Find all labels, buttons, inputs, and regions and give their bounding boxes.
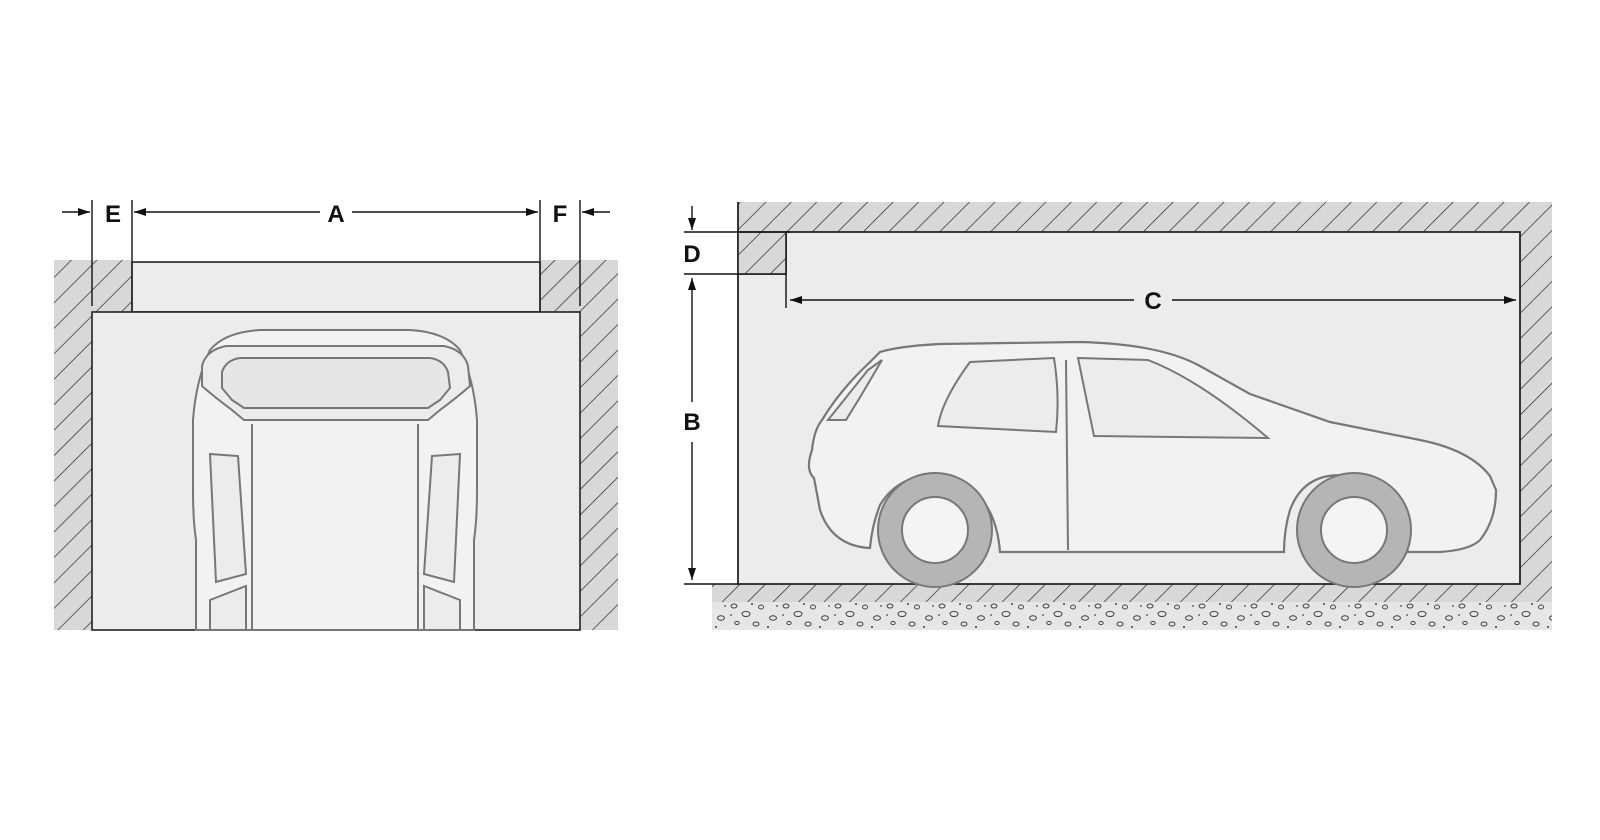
side-window-rear <box>936 356 1059 434</box>
label-c: C <box>1144 288 1161 315</box>
side-window-front <box>1076 356 1271 440</box>
car-side-view-icon <box>807 340 1498 588</box>
label-e: E <box>105 201 121 228</box>
door-opening <box>131 261 541 313</box>
front-view-group: E A F <box>54 200 618 631</box>
rear-window <box>825 359 883 421</box>
left-door-jamb <box>92 260 132 312</box>
door-lintel-outline <box>737 231 787 275</box>
back-wall <box>1520 202 1552 599</box>
label-b: B <box>683 409 700 436</box>
front-hub <box>1320 496 1388 564</box>
right-door-jamb <box>540 260 580 312</box>
side-dimension-lines <box>684 206 1516 585</box>
gravel-ground <box>712 602 1552 630</box>
rear-hub <box>901 496 969 564</box>
floor-slab <box>712 584 1552 602</box>
label-f: F <box>553 201 568 228</box>
label-d: D <box>683 241 700 268</box>
label-a: A <box>327 201 344 228</box>
front-dimension-lines <box>62 200 610 306</box>
ceiling <box>738 202 1552 232</box>
left-wall <box>54 260 92 630</box>
right-wall <box>580 260 618 630</box>
car-front-view-icon <box>192 329 478 631</box>
side-view-group: D B C <box>683 202 1552 630</box>
